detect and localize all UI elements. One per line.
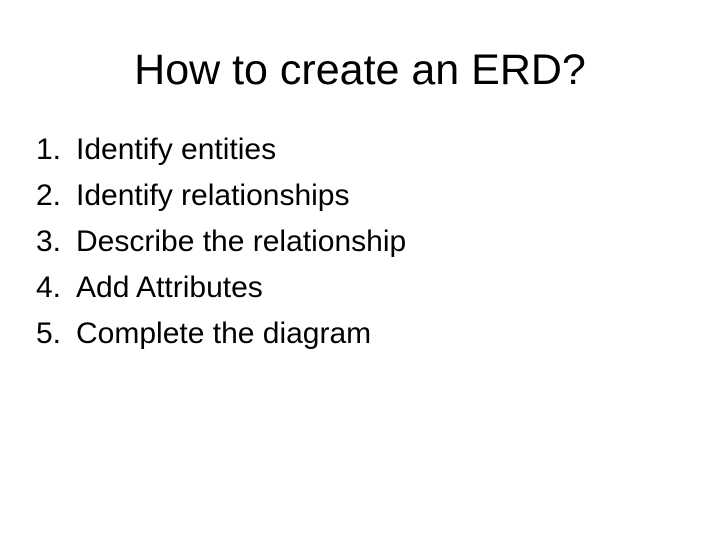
- list-item: 2. Identify relationships: [36, 173, 684, 219]
- list-item: 4. Add Attributes: [36, 265, 684, 311]
- list-item-marker: 2.: [36, 179, 62, 212]
- list-item: 1. Identify entities: [36, 127, 684, 173]
- list-item-marker: 5.: [36, 317, 62, 350]
- list-item-marker: 1.: [36, 133, 62, 166]
- list-item: 3. Describe the relationship: [36, 219, 684, 265]
- list-item-label: Add Attributes: [76, 271, 263, 304]
- list-item-marker: 3.: [36, 225, 62, 258]
- list-item-label: Identify relationships: [76, 179, 350, 212]
- numbered-step-list: 1. Identify entities 2. Identify relatio…: [36, 127, 684, 357]
- list-item-label: Describe the relationship: [76, 225, 407, 258]
- slide-content-body: 1. Identify entities 2. Identify relatio…: [36, 127, 684, 357]
- list-item-marker: 4.: [36, 271, 62, 304]
- list-item: 5. Complete the diagram: [36, 311, 684, 357]
- list-item-label: Identify entities: [76, 133, 277, 166]
- list-item-label: Complete the diagram: [76, 317, 372, 350]
- page-title: How to create an ERD?: [134, 46, 586, 94]
